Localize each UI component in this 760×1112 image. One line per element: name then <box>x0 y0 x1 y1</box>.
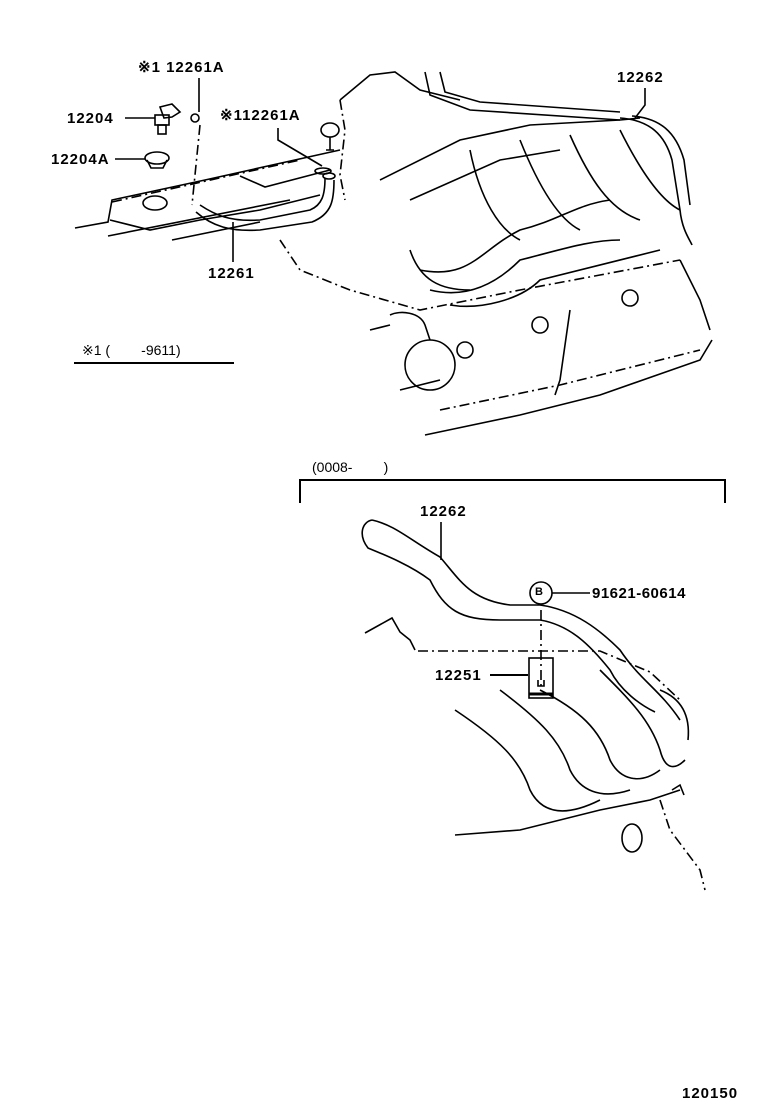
callout-12204A: 12204A <box>51 151 110 168</box>
date-range-label: (0008- ) <box>312 459 389 475</box>
callout-12261: 12261 <box>208 265 255 282</box>
upper-engine-drawing <box>74 71 713 436</box>
callout-12262-upper: 12262 <box>617 69 664 86</box>
lower-engine-drawing <box>299 479 726 891</box>
footnote-applicability: ※1 ( -9611) <box>82 342 181 358</box>
callout-91621-60614: 91621-60614 <box>592 585 686 602</box>
callout-12204: 12204 <box>67 110 114 127</box>
callout-12262-lower: 12262 <box>420 503 467 520</box>
callout-12251: 12251 <box>435 667 482 684</box>
callout-12261A-mid: ※112261A <box>220 107 301 124</box>
callout-12261A-left: ※1 12261A <box>138 59 225 76</box>
bolt-marker-b: B <box>535 586 543 598</box>
figure-number: 120150 <box>682 1085 739 1102</box>
